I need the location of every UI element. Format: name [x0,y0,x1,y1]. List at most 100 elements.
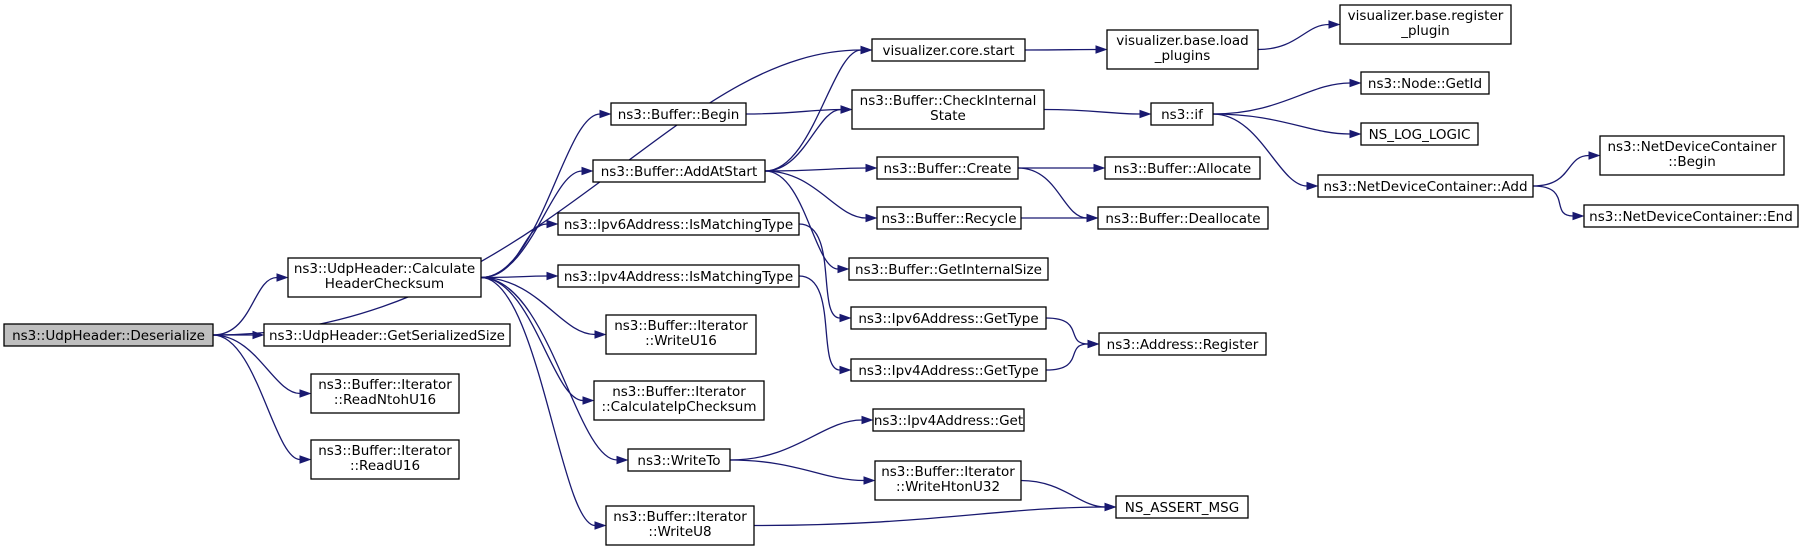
edge-arrowhead [839,365,852,375]
node-label: ns3::Ipv4Address::Get [874,413,1023,429]
node-viz-register-plugin[interactable]: visualizer.base.register_plugin [1339,4,1512,45]
edge-calc-checksum-to-ipv4-is-matching [480,271,559,281]
edge-line [1257,23,1330,51]
edge-arrowhead [1572,211,1585,221]
node-address-register[interactable]: ns3::Address::Register [1098,332,1267,356]
edge-arrowhead [1104,502,1117,512]
node-box [310,439,460,480]
node-node-get-id[interactable]: ns3::Node::GetId [1360,71,1490,95]
node-get-serialized-size[interactable]: ns3::UdpHeader::GetSerializedSize [263,323,511,347]
node-ns-log-logic[interactable]: NS_LOG_LOGIC [1360,122,1479,146]
node-label: ns3::Ipv4Address::IsMatchingType [564,269,793,285]
node-label: ns3::Buffer::Allocate [1114,161,1251,177]
node-box [1104,156,1261,180]
edge-arrowhead [1588,151,1601,160]
node-box [1098,332,1267,356]
node-buffer-create[interactable]: ns3::Buffer::Create [876,156,1019,180]
node-box [310,373,460,414]
node-box [872,408,1025,432]
node-box [627,448,731,472]
node-box [1339,4,1512,45]
edge-line [480,276,596,336]
node-ns3-if[interactable]: ns3::if [1150,102,1214,126]
edge-arrowhead [582,396,595,405]
node-ipv6-is-matching[interactable]: ns3::Ipv6Address::IsMatchingType [557,212,800,236]
node-ipv6-get-type[interactable]: ns3::Ipv6Address::GetType [850,306,1047,330]
edge-arrowhead [865,213,878,223]
edge-ipv4-get-type-to-address-register [1045,339,1100,371]
edge-arrowhead [252,330,265,340]
node-box [1599,135,1785,176]
node-viz-core-start[interactable]: visualizer.core.start [871,38,1026,62]
edge-add-at-start-to-check-internal-state [764,105,853,172]
node-buffer-deallocate[interactable]: ns3::Buffer::Deallocate [1097,206,1269,230]
edge-line [798,275,841,371]
node-label: ns3::Buffer::AddAtStart [601,164,758,180]
node-label: ns3::Ipv6Address::IsMatchingType [564,217,793,233]
node-buffer-allocate[interactable]: ns3::Buffer::Allocate [1104,156,1261,180]
edge-viz-core-start-to-viz-load-plugins [1024,45,1108,54]
node-ipv4-is-matching[interactable]: ns3::Ipv4Address::IsMatchingType [557,264,800,288]
node-label: ::WriteHtonU32 [896,479,1000,495]
edge-line [764,167,867,172]
node-label: ns3::Buffer::CheckInternal [860,93,1037,109]
node-calc-ip-checksum[interactable]: ns3::Buffer::Iterator::CalculateIpChecks… [593,380,765,421]
edge-viz-load-plugins-to-viz-register-plugin [1257,20,1341,51]
node-ndc-begin[interactable]: ns3::NetDeviceContainer::Begin [1599,135,1785,176]
node-write-hton-u32[interactable]: ns3::Buffer::Iterator::WriteHtonU32 [874,460,1022,501]
node-box [557,264,800,288]
node-write-u16[interactable]: ns3::Buffer::Iterator::WriteU16 [605,314,757,355]
edge-line [1017,167,1088,219]
node-ndc-end[interactable]: ns3::NetDeviceContainer::End [1583,204,1799,228]
edge-line [1043,108,1141,115]
node-buffer-recycle[interactable]: ns3::Buffer::Recycle [876,206,1022,230]
edge-line [729,459,865,482]
node-label: ::Begin [1668,154,1716,170]
edge-add-at-start-to-get-internal-size [764,170,850,274]
node-deserialize[interactable]: ns3::UdpHeader::Deserialize [3,323,214,347]
edge-calc-checksum-to-buffer-begin [480,109,612,279]
node-label: ns3::Buffer::Begin [618,107,740,123]
edge-line [480,276,584,402]
node-label: ns3::Buffer::Iterator [613,509,747,525]
node-box [850,306,1047,330]
edge-arrowhead [1086,213,1099,223]
node-ipv4-get-type[interactable]: ns3::Ipv4Address::GetType [850,358,1047,382]
edge-arrowhead [594,521,607,530]
node-buffer-begin[interactable]: ns3::Buffer::Begin [610,102,747,126]
node-label: ns3::NetDeviceContainer::Add [1323,179,1527,195]
node-viz-load-plugins[interactable]: visualizer.base.load_plugins [1106,29,1259,70]
edge-arrowhead [594,330,607,339]
edge-line [764,108,842,172]
node-add-at-start[interactable]: ns3::Buffer::AddAtStart [592,159,766,183]
edge-calc-checksum-to-write-to [480,276,629,465]
node-ns-assert-msg[interactable]: NS_ASSERT_MSG [1115,495,1249,519]
node-label: State [930,108,966,124]
node-box [876,206,1022,230]
edge-line [798,223,841,319]
node-label: ns3::Buffer::Deallocate [1105,211,1260,227]
edge-arrowhead [276,273,289,282]
node-label: ns3::if [1161,107,1204,123]
edge-deserialize-to-read-u16 [212,334,312,464]
edge-arrowhead [1349,129,1362,139]
node-label: ::ReadNtohU16 [334,392,436,408]
edge-arrowhead [1139,109,1152,119]
node-read-ntoh-u16[interactable]: ns3::Buffer::Iterator::ReadNtohU16 [310,373,460,414]
node-ndc-add[interactable]: ns3::NetDeviceContainer::Add [1317,174,1534,198]
node-ipv4-get[interactable]: ns3::Ipv4Address::Get [872,408,1025,432]
edge-line [1024,48,1097,51]
node-write-u8[interactable]: ns3::Buffer::Iterator::WriteU8 [605,505,755,546]
node-label: ::WriteU16 [645,333,717,349]
edge-arrowhead [840,105,853,114]
edge-line [764,170,867,219]
node-get-internal-size[interactable]: ns3::Buffer::GetInternalSize [848,257,1049,281]
node-label: ns3::Node::GetId [1368,76,1482,92]
node-write-to[interactable]: ns3::WriteTo [627,448,731,472]
node-label: _plugins [1154,48,1211,64]
edge-arrowhead [299,455,312,464]
node-read-u16[interactable]: ns3::Buffer::Iterator::ReadU16 [310,439,460,480]
edge-buffer-begin-to-check-internal-state [745,105,853,115]
